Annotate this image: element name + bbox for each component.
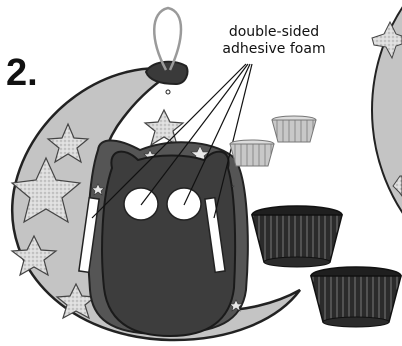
cupcake-liner-icon <box>230 140 274 166</box>
step-number: 2. <box>6 54 38 92</box>
next-panel-moon <box>372 0 402 298</box>
callout-line-1: double-sided <box>204 24 344 41</box>
callout-label: double-sided adhesive foam <box>204 24 344 58</box>
foam-pad-eye-left <box>124 188 158 220</box>
cupcake-liner-icon <box>252 206 342 267</box>
cupcake-liner-icon <box>272 116 316 142</box>
hanging-loop-icon <box>154 8 181 70</box>
cupcake-liner-icon <box>311 267 401 327</box>
star-icon <box>145 110 183 145</box>
callout-line-2: adhesive foam <box>204 41 344 58</box>
